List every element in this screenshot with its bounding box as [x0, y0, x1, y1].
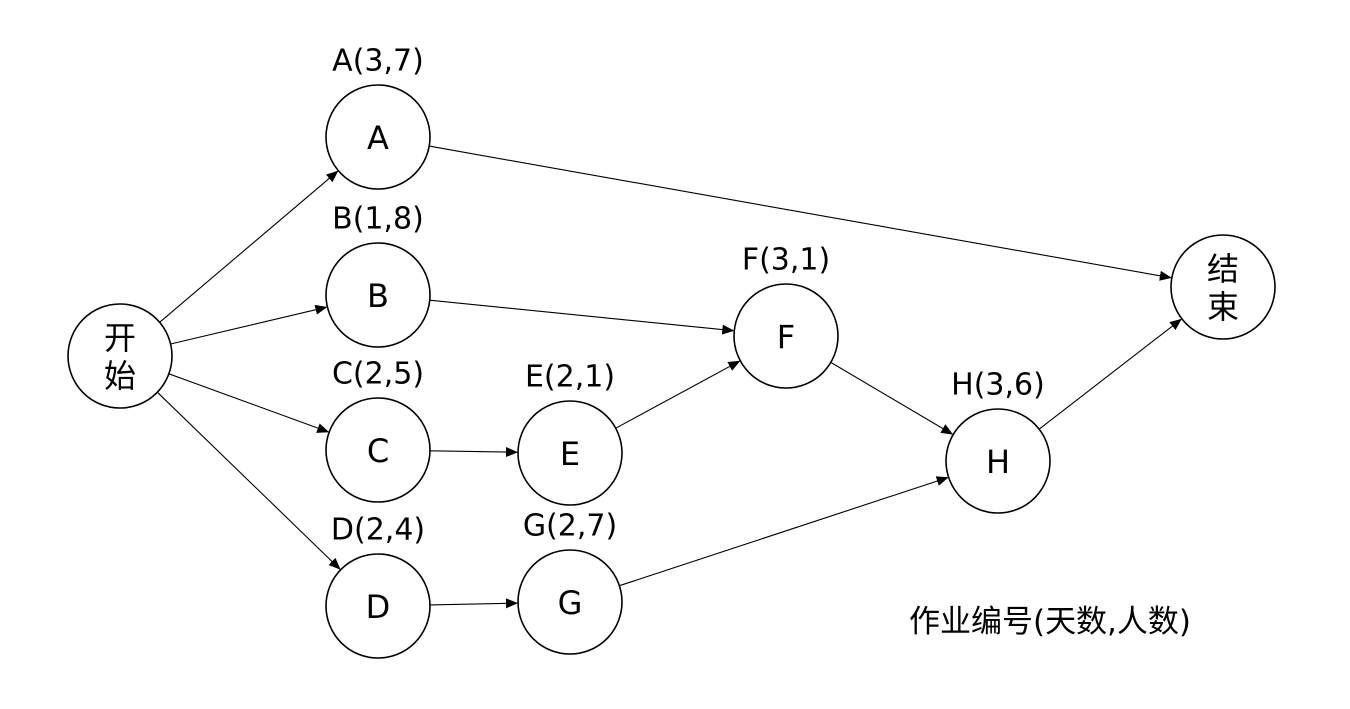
node-end-label-line2: 束 [1207, 288, 1239, 326]
node-d: D D(2,4) [325, 513, 431, 659]
node-end-label-line1: 结 [1207, 250, 1239, 288]
edge-start-to-a [159, 170, 339, 323]
edge-g-to-h [619, 476, 949, 587]
node-a-annotation: A(3,7) [332, 44, 424, 79]
node-start-label-line1: 开 [104, 319, 136, 357]
node-f-label: F [777, 318, 795, 356]
node-e-annotation: E(2,1) [525, 360, 615, 395]
edge-c-to-e [429, 447, 518, 458]
node-b-circle [325, 242, 431, 348]
node-d-circle [325, 553, 431, 659]
node-f-circle [733, 283, 839, 389]
node-c-circle [325, 397, 431, 503]
edge-start-to-b [170, 304, 328, 345]
node-g-label: G [558, 584, 583, 622]
node-e-circle [517, 400, 623, 506]
node-a-label: A [367, 119, 389, 157]
node-c-label: C [367, 432, 389, 470]
edge-f-to-h [830, 361, 954, 435]
node-c-annotation: C(2,5) [332, 357, 424, 392]
node-g: G G(2,7) [517, 509, 623, 655]
edge-a-to-end [429, 145, 1172, 281]
node-h-annotation: H(3,6) [951, 368, 1045, 403]
node-start-circle [67, 303, 173, 409]
edge-b-to-f [429, 299, 735, 335]
node-h: H H(3,6) [945, 368, 1051, 514]
node-start: 开 始 [67, 303, 173, 409]
node-e-label: E [560, 435, 580, 473]
node-b-label: B [367, 277, 389, 315]
node-g-annotation: G(2,7) [523, 509, 617, 544]
legend-caption: 作业编号(天数,人数) [909, 604, 1191, 640]
node-a: A A(3,7) [325, 44, 431, 190]
edge-h-to-end [1038, 318, 1182, 430]
node-f: F F(3,1) [733, 243, 839, 389]
node-b-annotation: B(1,8) [332, 202, 424, 237]
edges-layer [156, 145, 1182, 609]
nodes-layer: 开 始 A A(3,7) B B(1,8) C C(2,5) D D(2,4) … [67, 44, 1276, 659]
node-start-label-line2: 始 [104, 357, 136, 395]
node-d-label: D [366, 588, 391, 626]
edge-e-to-f [615, 360, 741, 429]
node-c: C C(2,5) [325, 357, 431, 503]
edge-d-to-g [429, 598, 518, 609]
node-h-label: H [986, 443, 1010, 481]
node-e: E E(2,1) [517, 360, 623, 506]
node-end: 结 束 [1170, 234, 1276, 340]
node-end-circle [1170, 234, 1276, 340]
edge-start-to-d [156, 391, 341, 570]
node-b: B B(1,8) [325, 202, 431, 348]
edge-start-to-c [168, 373, 330, 433]
node-g-circle [517, 549, 623, 655]
node-d-annotation: D(2,4) [331, 513, 425, 548]
node-a-circle [325, 84, 431, 190]
node-f-annotation: F(3,1) [742, 243, 830, 278]
node-h-circle [945, 408, 1051, 514]
